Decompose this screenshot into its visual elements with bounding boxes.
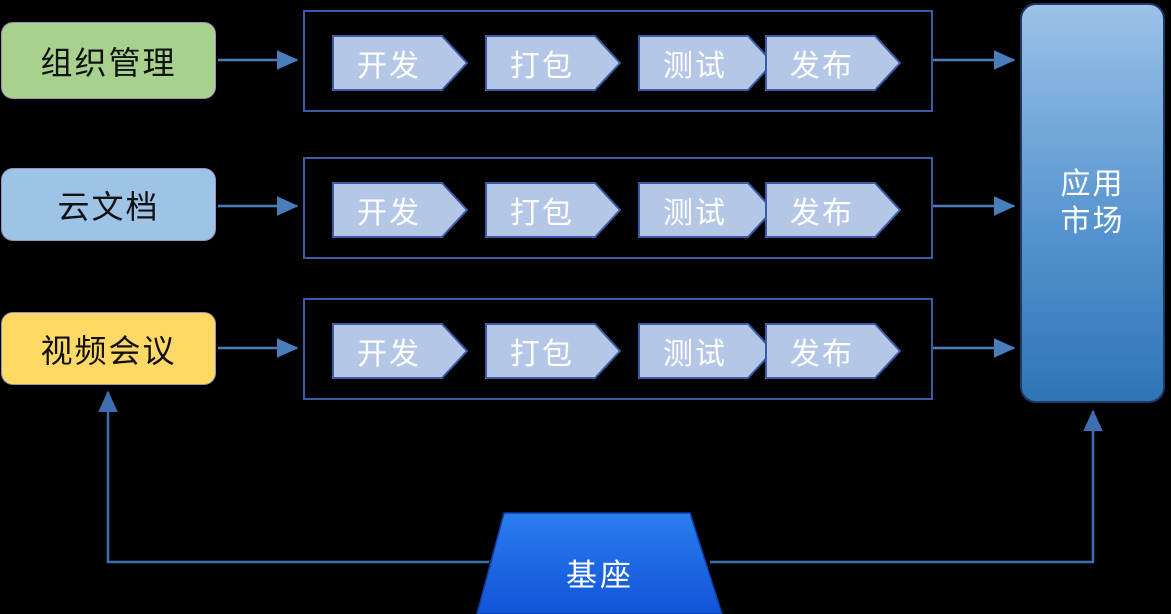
pipeline-stage-test[interactable]: 测试: [638, 182, 774, 238]
app-market-label: 应用 市场: [1061, 166, 1125, 241]
pipeline-stage-test[interactable]: 测试: [638, 323, 774, 379]
pipeline-stage-label: 测试: [663, 338, 727, 371]
pipeline-stage-label: 开发: [357, 338, 421, 371]
app-box-video-conference[interactable]: 视频会议: [1, 312, 216, 385]
app-market-label-line2: 市场: [1060, 205, 1125, 238]
app-box-cloud-document[interactable]: 云文档: [1, 168, 216, 241]
chevron-shape-icon: [638, 182, 774, 238]
pipeline-stage-develop[interactable]: 开发: [332, 35, 468, 91]
pipeline-stage-label: 测试: [663, 197, 727, 230]
chevron-shape-icon: [765, 35, 901, 91]
base-platform-label: 基座: [566, 558, 634, 593]
chevron-shape-icon: [765, 182, 901, 238]
chevron-shape-icon: [638, 35, 774, 91]
connector-base-to-market: [710, 409, 1103, 564]
app-market-box[interactable]: 应用 市场: [1020, 3, 1165, 403]
connector-base-to-video: [98, 390, 489, 564]
chevron-shape-icon: [485, 182, 621, 238]
app-box-organization-management[interactable]: 组织管理: [1, 22, 216, 99]
pipeline-stage-row: 开发 打包 测试 发布: [305, 300, 931, 398]
pipeline-stage-label: 测试: [663, 50, 727, 83]
pipeline-stage-row: 开发 打包 测试 发布: [305, 12, 931, 110]
pipeline-stage-package[interactable]: 打包: [485, 35, 621, 91]
pipeline-stage-label: 开发: [357, 197, 421, 230]
pipeline-stage-label: 打包: [510, 50, 574, 83]
pipeline-stage-label: 打包: [510, 338, 574, 371]
chevron-shape-icon: [332, 323, 468, 379]
pipeline-stage-release[interactable]: 发布: [765, 182, 901, 238]
pipeline-stage-label: 发布: [790, 338, 854, 371]
chevron-shape-icon: [485, 323, 621, 379]
pipeline-stage-package[interactable]: 打包: [485, 323, 621, 379]
chevron-shape-icon: [765, 323, 901, 379]
pipeline-stage-package[interactable]: 打包: [485, 182, 621, 238]
pipeline-stage-develop[interactable]: 开发: [332, 182, 468, 238]
chevron-shape-icon: [332, 182, 468, 238]
chevron-shape-icon: [485, 35, 621, 91]
app-box-label: 组织管理: [40, 44, 177, 81]
chevron-shape-icon: [332, 35, 468, 91]
pipeline-stage-label: 发布: [790, 197, 854, 230]
base-platform-box[interactable]: 基座: [470, 512, 730, 614]
pipeline-stage-label: 开发: [357, 50, 421, 83]
pipeline-stage-label: 发布: [790, 50, 854, 83]
pipeline-stage-release[interactable]: 发布: [765, 323, 901, 379]
pipeline-stage-label: 打包: [510, 197, 574, 230]
pipeline-stage-release[interactable]: 发布: [765, 35, 901, 91]
pipeline-container-cloud-document: 开发 打包 测试 发布: [303, 157, 933, 259]
pipeline-container-organization: 开发 打包 测试 发布: [303, 10, 933, 112]
pipeline-stage-test[interactable]: 测试: [638, 35, 774, 91]
app-market-label-line1: 应用: [1060, 167, 1125, 201]
pipeline-stage-develop[interactable]: 开发: [332, 323, 468, 379]
chevron-shape-icon: [638, 323, 774, 379]
pipeline-stage-row: 开发 打包 测试 发布: [305, 159, 931, 257]
app-box-label: 视频会议: [40, 332, 177, 369]
pipeline-container-video-conference: 开发 打包 测试 发布: [303, 298, 933, 400]
app-box-label: 云文档: [57, 188, 160, 225]
